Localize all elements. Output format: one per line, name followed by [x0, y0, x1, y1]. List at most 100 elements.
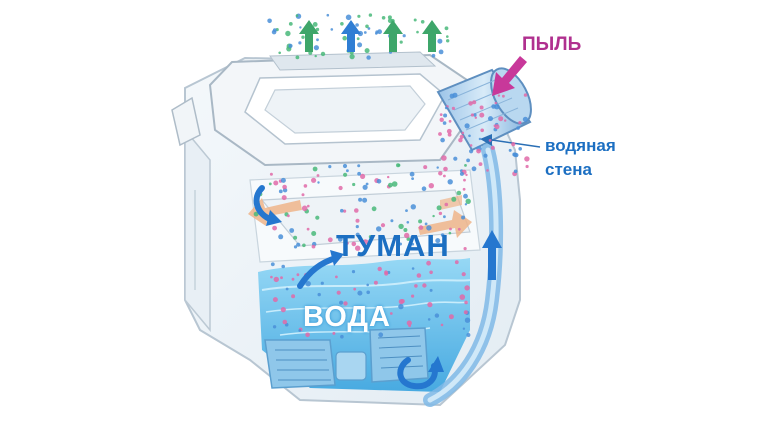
particle [360, 173, 366, 179]
particle [513, 169, 518, 174]
particle [449, 227, 452, 231]
dust-arrow-icon [492, 56, 527, 96]
particle [357, 14, 361, 18]
particle [494, 104, 500, 110]
particle [357, 164, 361, 168]
particle [504, 119, 507, 122]
particle [512, 152, 518, 158]
particle [459, 171, 464, 176]
fog-label: ТУМАН [336, 228, 450, 263]
particle [280, 177, 286, 183]
particle [391, 181, 398, 187]
particle [464, 203, 468, 206]
particle [458, 138, 463, 143]
particle [287, 214, 290, 218]
particle [339, 300, 344, 305]
particle [451, 106, 455, 110]
particle [355, 225, 359, 229]
particle [463, 178, 466, 182]
particle [502, 94, 505, 98]
particle [315, 27, 320, 32]
particle [468, 101, 473, 106]
particle [449, 93, 455, 99]
particle [272, 325, 277, 329]
particle [343, 209, 347, 213]
particle [416, 273, 422, 278]
particle [296, 242, 301, 247]
particle [366, 290, 371, 295]
particle [494, 124, 500, 130]
particle [497, 94, 501, 97]
particle [414, 284, 418, 288]
particle [272, 225, 277, 231]
particle [302, 243, 306, 248]
particle [273, 180, 279, 186]
particle [381, 15, 386, 20]
particle [404, 232, 410, 239]
particle [448, 119, 452, 123]
particle [306, 227, 310, 231]
particle [427, 302, 433, 308]
particle [463, 193, 468, 199]
particle [317, 292, 321, 297]
particle [343, 172, 348, 177]
particle [378, 332, 384, 338]
particle [443, 174, 446, 178]
particle [406, 221, 410, 224]
particle [490, 145, 495, 150]
flow-arrow-icon [253, 185, 502, 289]
particle [301, 193, 305, 197]
particle [461, 131, 465, 135]
particle [373, 280, 378, 285]
particle [465, 173, 468, 177]
particle [340, 22, 344, 26]
particle [470, 113, 474, 117]
particle [421, 186, 427, 191]
particle [272, 297, 278, 303]
particle [480, 128, 485, 133]
particle [402, 34, 406, 38]
particle [461, 215, 466, 220]
bottom-grate [264, 327, 429, 389]
particle [406, 320, 412, 326]
particle [438, 171, 443, 176]
particle [371, 206, 377, 212]
particle [399, 242, 402, 246]
particle [472, 100, 477, 105]
water-wall-line-2: стена [545, 160, 592, 179]
particle [377, 29, 382, 35]
particle [427, 318, 431, 321]
particle [443, 215, 446, 219]
particle [438, 49, 444, 55]
particle [288, 43, 293, 49]
particle [428, 183, 434, 189]
particle [443, 166, 448, 172]
particle [338, 185, 343, 191]
particle [524, 156, 530, 162]
particle [281, 195, 287, 201]
particle [312, 22, 318, 27]
particle [367, 27, 371, 30]
particle [488, 116, 493, 122]
particle [291, 277, 295, 281]
particle [376, 226, 382, 232]
particle [438, 132, 442, 136]
particle [340, 334, 344, 339]
particle [488, 139, 492, 142]
particle [423, 165, 428, 170]
circulation-arrow-icon [397, 356, 444, 390]
particle [362, 239, 369, 245]
particle [340, 208, 344, 213]
particle [354, 208, 359, 213]
particle [411, 242, 415, 246]
particle [366, 283, 370, 287]
particle [270, 262, 275, 267]
particle [293, 245, 298, 249]
particle [431, 53, 436, 58]
particle [366, 55, 371, 60]
particle [289, 228, 295, 233]
particle [479, 112, 485, 118]
particle [440, 137, 445, 143]
particle [278, 189, 283, 194]
